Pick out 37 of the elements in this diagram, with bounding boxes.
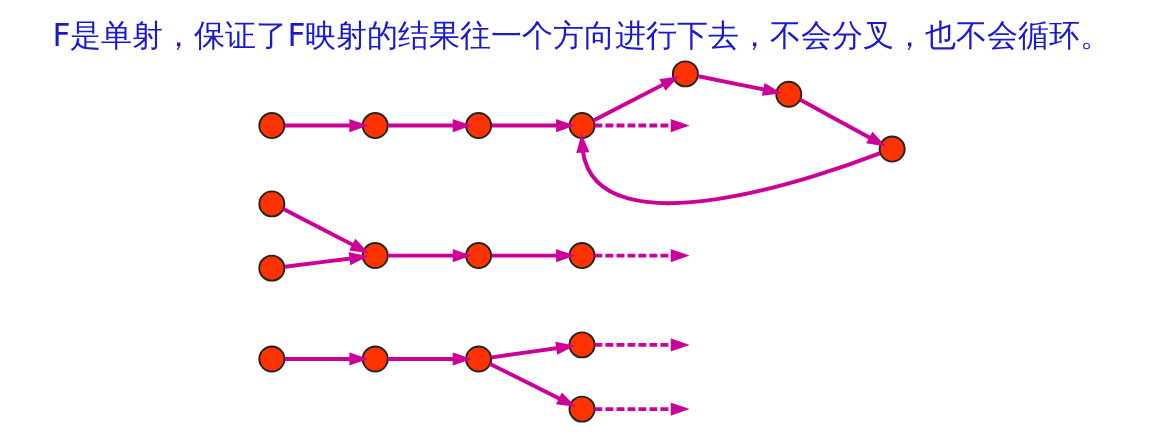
arrow (594, 402, 690, 416)
arrow (284, 118, 369, 133)
node-circle (361, 242, 389, 270)
node-circle (568, 331, 596, 359)
arrow (698, 74, 782, 96)
arrow (284, 252, 369, 269)
arrow (489, 362, 576, 407)
arrow (594, 338, 690, 352)
node-circle (568, 242, 596, 270)
arrow (799, 98, 886, 147)
arrow (388, 352, 472, 366)
diagram-title: F是单射，保证了F映射的结果往一个方向进行下去，不会分叉，也不会循环。 (52, 16, 1112, 53)
node-circle (361, 345, 389, 373)
node-circle (258, 112, 286, 140)
node-circle (465, 112, 493, 140)
arrow (491, 118, 575, 133)
arrow (388, 249, 472, 263)
node-circle (258, 254, 286, 282)
arrow (282, 207, 369, 254)
node-circle (465, 242, 493, 270)
arrow (592, 76, 680, 123)
node-circle (568, 112, 596, 140)
node-circle (258, 190, 286, 218)
node-circle (361, 112, 389, 140)
node-circle (465, 345, 493, 373)
node-circle (258, 345, 286, 373)
node-circle (878, 135, 906, 163)
arrow (284, 352, 369, 366)
arrow (594, 249, 690, 263)
arrow (491, 249, 575, 263)
arrow (576, 133, 881, 205)
arrow (491, 341, 575, 360)
node-circle (671, 60, 699, 88)
arrow (594, 118, 690, 133)
arrow (388, 118, 472, 133)
node-circle (775, 80, 803, 108)
node-circle (568, 395, 596, 423)
